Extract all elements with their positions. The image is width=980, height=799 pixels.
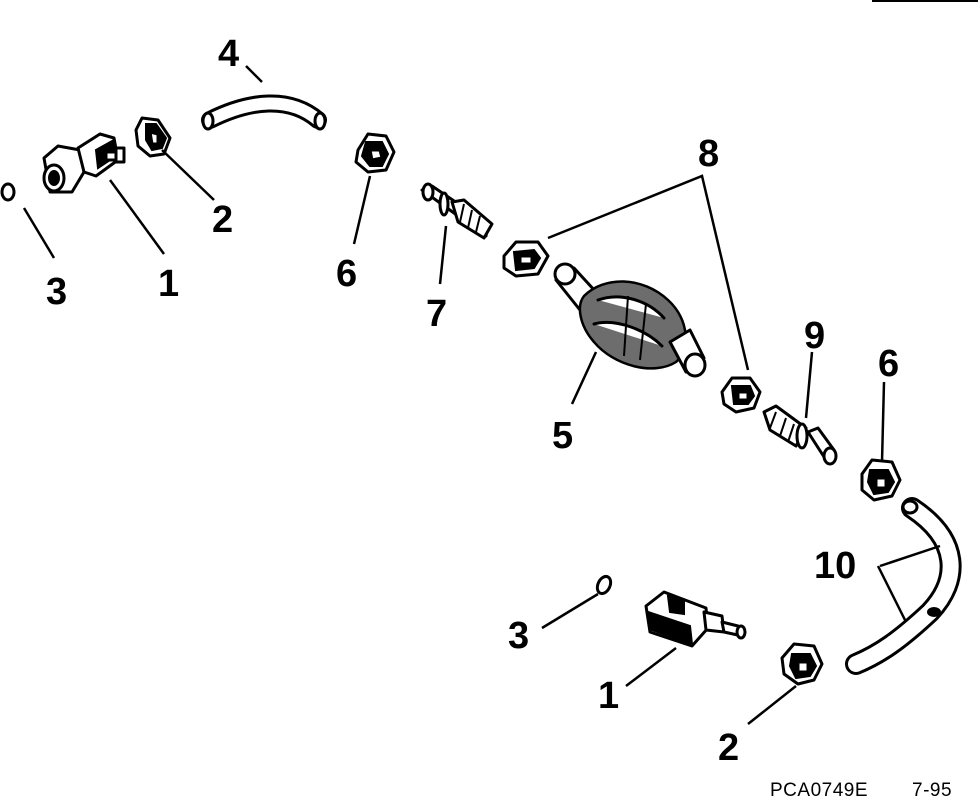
o-ring-upper (0, 182, 16, 202)
hose-clamp-8-right (720, 376, 762, 414)
hose-clamp-6-lower (860, 458, 902, 502)
fuel-connector-upper (42, 132, 126, 194)
callout-6: 6 (336, 253, 357, 295)
callout-3: 3 (46, 271, 67, 313)
callout-9: 9 (804, 315, 825, 357)
hose-clamp-lower (780, 642, 824, 686)
callout-2: 2 (212, 199, 233, 241)
callout-4: 4 (218, 33, 239, 75)
callout-10: 10 (814, 545, 856, 587)
callout-5: 5 (552, 415, 573, 457)
callout-8: 8 (698, 133, 719, 175)
callout-7: 7 (426, 293, 447, 335)
fuel-hose-lower (845, 497, 962, 675)
o-ring-lower (595, 574, 613, 596)
callout-labels: 4 2 3 1 6 7 8 5 9 6 10 3 1 2 (46, 33, 899, 769)
hose-clamp-6-upper (354, 132, 396, 174)
callout-6-lower: 6 (878, 343, 899, 385)
callout-3-lower: 3 (508, 615, 529, 657)
drawing-code: PCA0749E (770, 780, 868, 799)
callout-2-lower: 2 (718, 727, 739, 769)
hose-clamp-8-left (502, 240, 550, 278)
hose-fitting-7 (420, 182, 494, 240)
fuel-hose-upper (201, 94, 327, 131)
hose-fitting-9 (762, 404, 838, 466)
hose-clamp-upper (134, 116, 172, 158)
revision-code: 7-95 (912, 780, 952, 799)
primer-bulb (553, 262, 707, 378)
fuel-connector-lower (644, 590, 747, 648)
leader-lines (22, 65, 941, 725)
callout-1-lower: 1 (598, 675, 619, 717)
callout-1: 1 (158, 263, 179, 305)
